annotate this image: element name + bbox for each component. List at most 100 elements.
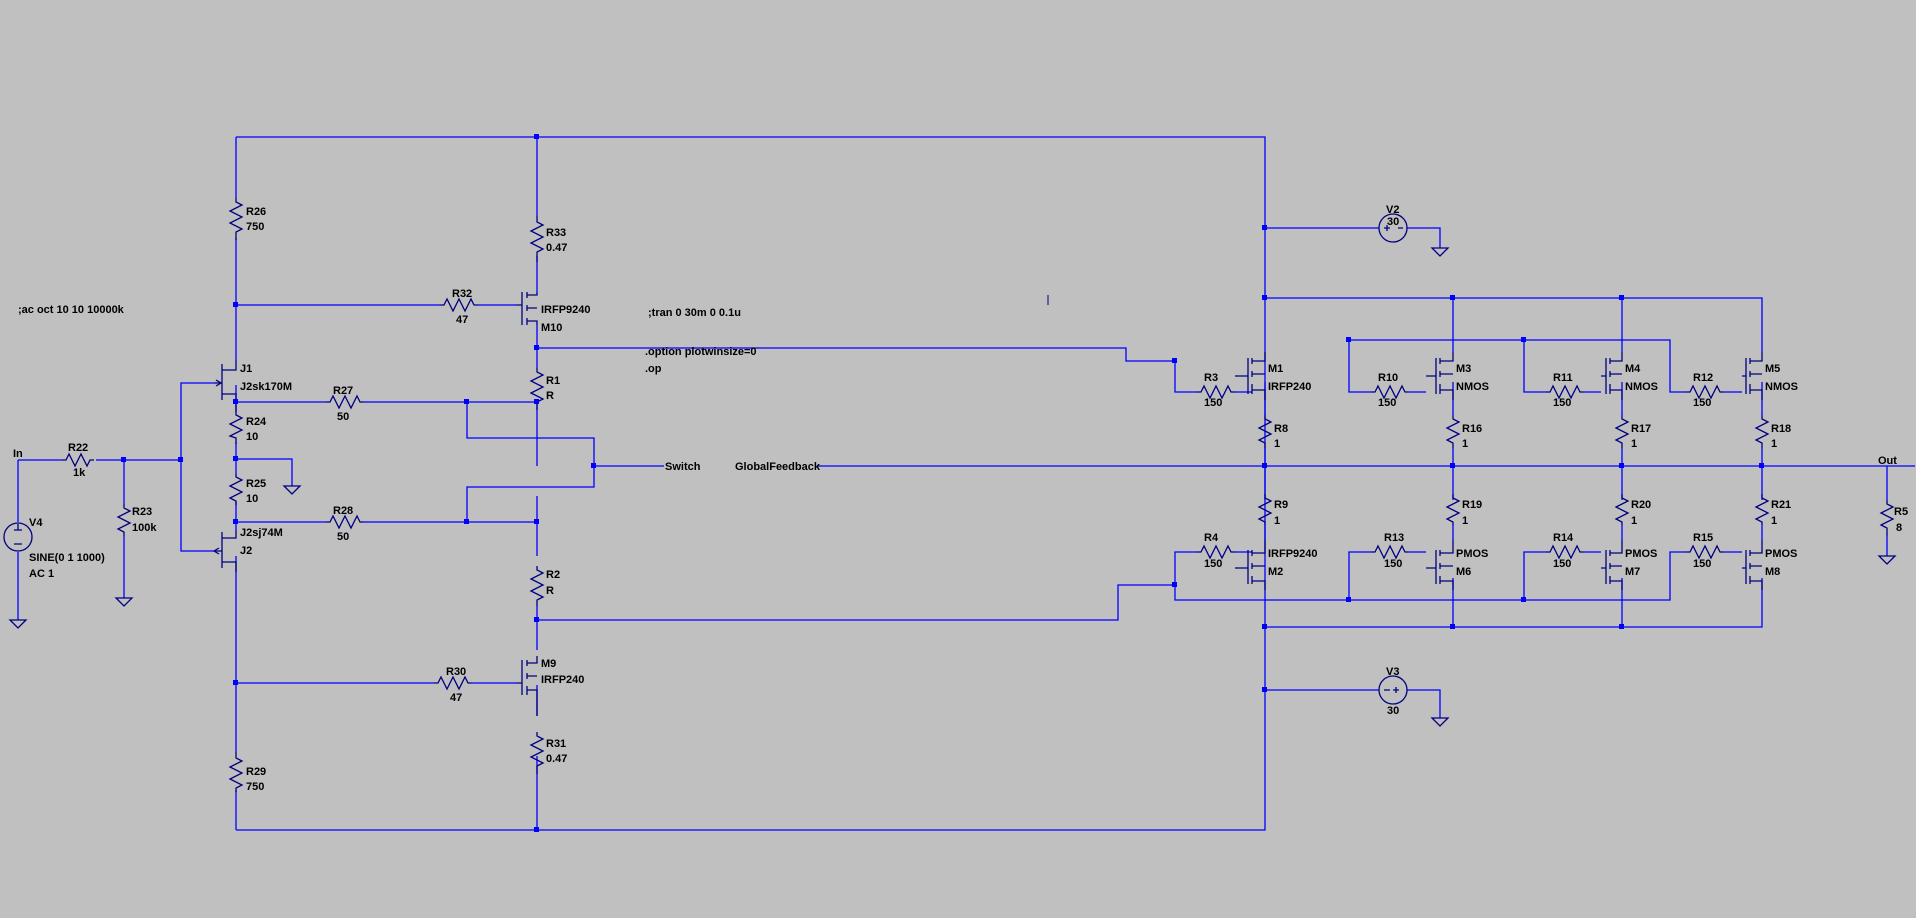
resistor-value: 150 [1204, 558, 1222, 570]
wire [1523, 551, 1546, 600]
resistor-value: 1 [1462, 438, 1468, 450]
mosfet-m4[interactable] [1601, 352, 1623, 400]
mosfet-m7[interactable] [1601, 540, 1623, 590]
resistor-value: R [546, 585, 554, 597]
net-label-switch[interactable]: Switch [665, 461, 701, 473]
resistor-name: R15 [1693, 532, 1713, 544]
resistor-r32[interactable] [440, 297, 478, 313]
mosfet-m3[interactable] [1426, 352, 1454, 400]
resistor-r19[interactable] [1445, 494, 1461, 525]
resistor-name: R17 [1631, 423, 1651, 435]
wire [1348, 340, 1371, 393]
resistor-value: 150 [1693, 397, 1711, 409]
resistor-value: 1 [1631, 515, 1637, 527]
resistor-name: R22 [68, 442, 88, 454]
transistor-name: M5 [1765, 363, 1780, 375]
resistor-r11[interactable] [1546, 384, 1584, 400]
spice-directive-tran[interactable]: ;tran 0 30m 0 0.1u [648, 307, 741, 319]
resistor-name: R24 [246, 416, 267, 428]
resistor-name: R33 [546, 227, 566, 239]
resistor-name: R12 [1693, 372, 1713, 384]
resistor-r2[interactable] [529, 566, 545, 606]
resistor-r30[interactable] [434, 675, 472, 691]
resistor-r13[interactable] [1371, 544, 1409, 560]
resistor-r4[interactable] [1197, 544, 1235, 560]
transistor-model: J2sj74M [240, 527, 283, 539]
wire [180, 460, 214, 552]
mosfet-m9[interactable] [516, 656, 538, 716]
resistor-r23[interactable] [116, 504, 132, 536]
source-value: 30 [1387, 216, 1399, 228]
resistor-r24[interactable] [228, 412, 244, 444]
transistor-name: M2 [1268, 566, 1283, 578]
voltage-source-v3[interactable] [1378, 675, 1408, 705]
ground-icon [1430, 717, 1450, 727]
spice-directive-ac[interactable]: ;ac oct 10 10 10000k [18, 304, 125, 316]
resistor-value: 50 [337, 411, 349, 423]
resistor-r31[interactable] [529, 732, 545, 774]
resistor-r28[interactable] [326, 514, 364, 530]
resistor-name: R29 [246, 766, 266, 778]
resistor-r14[interactable] [1546, 544, 1584, 560]
resistor-r33[interactable] [529, 216, 545, 262]
mosfet-m8[interactable] [1742, 540, 1763, 590]
spice-directive-op[interactable]: .op [645, 363, 662, 375]
resistor-r15[interactable] [1686, 544, 1724, 560]
transistor-model: IRFP9240 [1268, 548, 1318, 560]
spice-directive-option[interactable]: .option plotwinsize=0 [645, 346, 757, 358]
resistor-r27[interactable] [326, 394, 364, 410]
voltage-source-v2[interactable] [1378, 213, 1408, 243]
mosfet-m5[interactable] [1742, 352, 1763, 400]
mosfet-m10[interactable] [516, 292, 538, 325]
resistor-r16[interactable] [1445, 415, 1461, 448]
resistor-name: R16 [1462, 423, 1482, 435]
resistor-r18[interactable] [1754, 415, 1770, 448]
wire [1669, 551, 1686, 575]
resistor-r10[interactable] [1371, 384, 1409, 400]
resistor-r9[interactable] [1257, 494, 1273, 525]
resistor-r20[interactable] [1614, 494, 1630, 525]
resistor-r26[interactable] [228, 198, 244, 240]
net-label-out[interactable]: Out [1878, 455, 1897, 467]
transistor-model: IRFP240 [1268, 381, 1311, 393]
resistor-name: R9 [1274, 499, 1288, 511]
jfet-j2[interactable] [212, 530, 237, 572]
resistor-name: R2 [546, 569, 560, 581]
resistor-value: 150 [1693, 558, 1711, 570]
resistor-r3[interactable] [1197, 384, 1235, 400]
transistor-model: NMOS [1625, 381, 1658, 393]
resistor-r5[interactable] [1879, 500, 1895, 536]
voltage-source-v4[interactable] [3, 522, 33, 552]
transistor-name: M4 [1625, 363, 1641, 375]
net-label-globalfeedback[interactable]: GlobalFeedback [735, 461, 821, 473]
net-label-in[interactable]: In [13, 448, 23, 460]
transistors [212, 292, 1763, 716]
resistor-r17[interactable] [1614, 415, 1630, 448]
ground-icon [1877, 555, 1897, 565]
transistor-model: J2sk170M [240, 381, 292, 393]
mosfet-m6[interactable] [1426, 540, 1454, 590]
jfet-j1[interactable] [214, 360, 237, 412]
transistor-name: M9 [541, 658, 556, 670]
wire [1407, 689, 1441, 718]
resistor-name: R20 [1631, 499, 1651, 511]
resistor-r29[interactable] [228, 752, 244, 792]
resistor-r8[interactable] [1257, 415, 1273, 448]
transistor-model: PMOS [1456, 548, 1488, 560]
resistor-value: 1 [1771, 438, 1777, 450]
source-name: V3 [1386, 666, 1399, 678]
resistor-r21[interactable] [1754, 494, 1770, 525]
resistor-value: 0.47 [546, 753, 567, 765]
transistor-name: M6 [1456, 566, 1471, 578]
wire [1265, 297, 1763, 352]
resistor-name: R21 [1771, 499, 1791, 511]
resistor-r12[interactable] [1686, 384, 1724, 400]
resistor-r25[interactable] [228, 474, 244, 505]
resistor-value: 47 [456, 314, 468, 326]
resistor-name: R10 [1378, 372, 1398, 384]
resistor-name: R19 [1462, 499, 1482, 511]
mosfet-m1[interactable] [1235, 352, 1266, 400]
resistor-r22[interactable] [62, 452, 94, 468]
mosfet-m2[interactable] [1235, 540, 1266, 590]
